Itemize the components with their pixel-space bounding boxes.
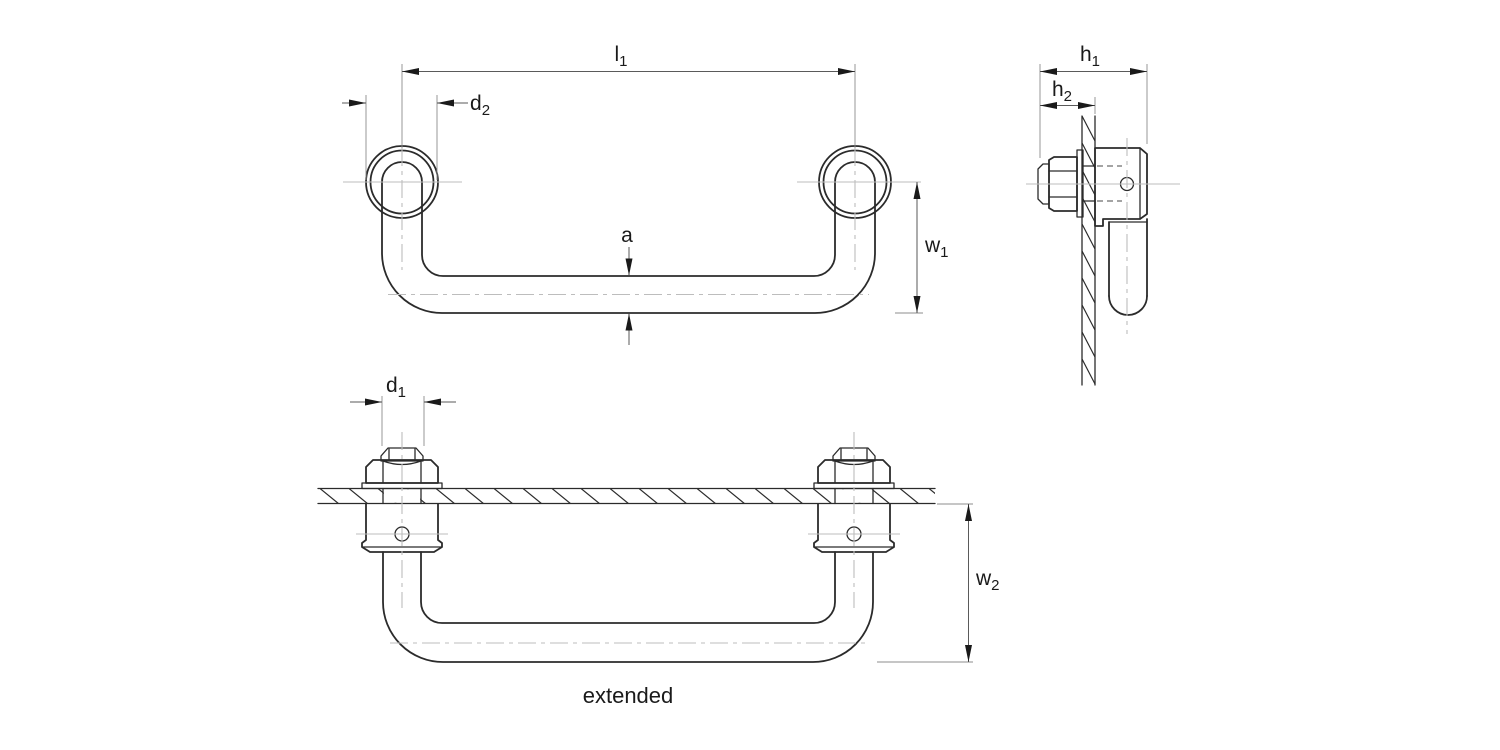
dimension-h1: h1 [1039,43,1148,158]
handle-tube-outer [381,181,876,314]
extended-view: d1 w2 extended [317,374,1000,708]
dim-label-w1: w1 [924,234,949,261]
extended-tube-inner [420,551,836,624]
dim-label-d2: d2 [470,92,490,119]
tube-bottom-side [1108,295,1148,316]
dim-label-d1: d1 [386,374,406,401]
dim-label-l1: l1 [614,43,627,70]
front-view-folded: l1 d2 a w1 [342,43,949,345]
extended-tube-outer [382,551,874,663]
panel-hatch [318,488,935,504]
dimension-w2: w2 [877,503,1000,663]
side-view: h1 h2 [1026,43,1180,386]
handle-tube-inner [421,181,836,277]
dim-label-w2: w2 [975,567,1000,594]
wall-hatch [1082,116,1095,385]
dimension-l1: l1 [402,43,855,75]
dimension-h2: h2 [1040,78,1096,114]
dim-label-h2: h2 [1052,78,1072,105]
dim-label-h1: h1 [1080,43,1100,70]
dimension-a: a [621,224,633,345]
dimension-d2: d2 [342,92,490,180]
dim-label-a: a [621,224,633,247]
view-caption: extended [583,683,674,708]
dimension-d1: d1 [350,374,456,446]
dimension-w1: w1 [895,182,949,314]
